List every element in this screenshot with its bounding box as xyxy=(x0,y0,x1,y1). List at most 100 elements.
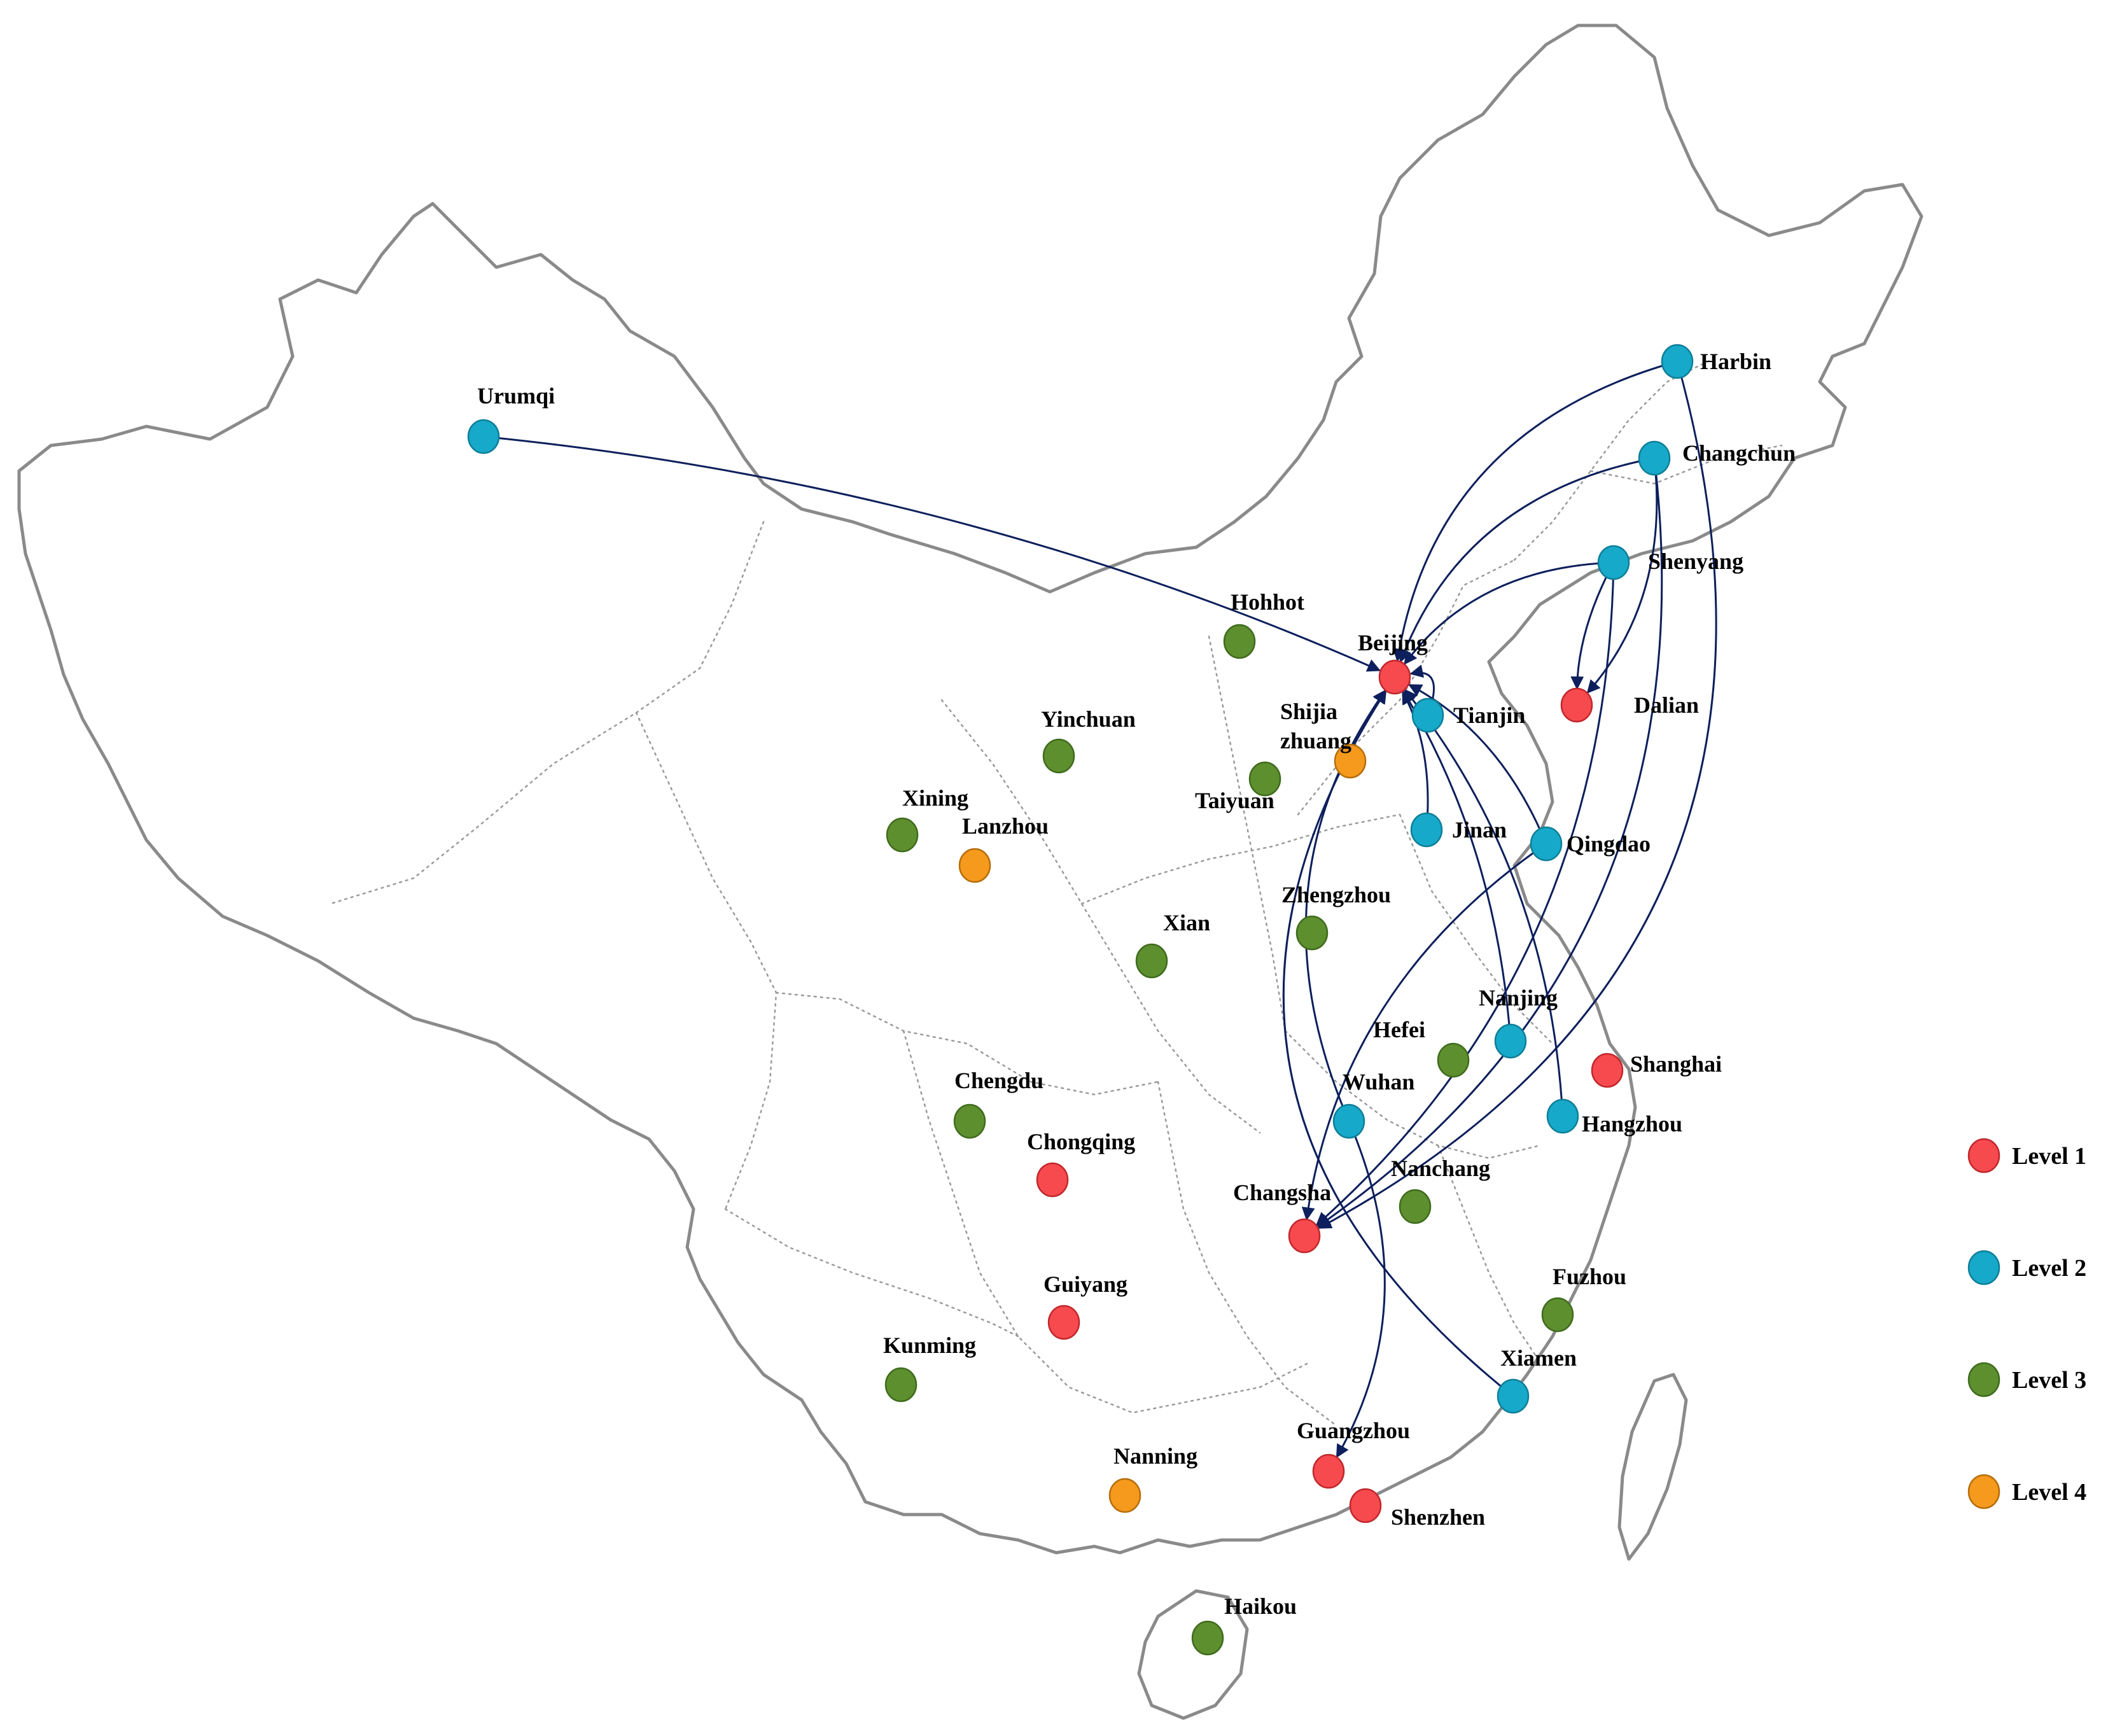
city-tianjin[interactable]: Tianjin xyxy=(1411,697,1525,733)
city-shenyang[interactable]: Shenyang xyxy=(1597,545,1743,580)
city-nanjing-label: Nanjing xyxy=(1479,985,1558,1011)
province-boundary xyxy=(1208,635,1287,1032)
province-boundary xyxy=(1589,444,1783,485)
city-xiamen[interactable]: Xiamen xyxy=(1497,1345,1577,1414)
city-nanchang[interactable]: Nanchang xyxy=(1391,1156,1490,1224)
city-nanning-marker[interactable] xyxy=(1108,1478,1141,1513)
city-jinan[interactable]: Jinan xyxy=(1410,812,1507,848)
city-nanjing-marker[interactable] xyxy=(1494,1023,1527,1059)
city-shanghai[interactable]: Shanghai xyxy=(1591,1051,1722,1088)
city-guiyang[interactable]: Guiyang xyxy=(1044,1271,1127,1340)
city-wuhan[interactable]: Wuhan xyxy=(1332,1069,1414,1139)
city-chengdu-marker[interactable] xyxy=(953,1103,986,1139)
city-urumqi[interactable]: Urumqi xyxy=(467,383,555,454)
legend-label-level-4: Level 4 xyxy=(2012,1479,2086,1506)
city-shanghai-marker[interactable] xyxy=(1591,1053,1624,1088)
city-tianjin-marker[interactable] xyxy=(1411,697,1444,733)
legend-label-level-3: Level 3 xyxy=(2012,1367,2086,1394)
country-outline xyxy=(17,24,1923,1555)
city-yinchuan-marker[interactable] xyxy=(1042,738,1075,774)
city-nanchang-marker[interactable] xyxy=(1399,1189,1432,1224)
city-hohhot-marker[interactable] xyxy=(1223,624,1256,659)
city-guangzhou-label: Guangzhou xyxy=(1297,1418,1410,1443)
city-xian[interactable]: Xian xyxy=(1135,910,1210,979)
city-chongqing-marker[interactable] xyxy=(1036,1162,1069,1198)
city-dalian[interactable]: Dalian xyxy=(1560,687,1699,723)
city-changsha-marker[interactable] xyxy=(1288,1218,1321,1254)
city-changchun[interactable]: Changchun xyxy=(1638,440,1796,476)
city-urumqi-marker[interactable] xyxy=(467,419,500,454)
route-shenyang-to-dalian xyxy=(1570,562,1615,690)
city-dalian-marker[interactable] xyxy=(1560,687,1593,723)
city-hangzhou-marker[interactable] xyxy=(1546,1098,1579,1134)
city-shenzhen[interactable]: Shenzhen xyxy=(1349,1488,1485,1530)
city-shenyang-marker[interactable] xyxy=(1597,545,1630,580)
city-taiyuan-marker[interactable] xyxy=(1248,761,1281,797)
city-yinchuan[interactable]: Yinchuan xyxy=(1041,706,1136,774)
city-haikou[interactable]: Haikou xyxy=(1191,1593,1297,1656)
legend-label-level-2: Level 2 xyxy=(2012,1255,2086,1282)
city-qingdao-marker[interactable] xyxy=(1530,826,1563,862)
city-xining-marker[interactable] xyxy=(886,817,919,853)
city-guangzhou-marker[interactable] xyxy=(1312,1453,1345,1489)
city-xiamen-marker[interactable] xyxy=(1497,1378,1530,1414)
city-chongqing[interactable]: Chongqing xyxy=(1027,1129,1135,1198)
legend-item-level-2: Level 2 xyxy=(1967,1250,2086,1285)
city-kunming-marker[interactable] xyxy=(884,1367,918,1403)
city-nanning[interactable]: Nanning xyxy=(1108,1443,1197,1513)
city-nanjing[interactable]: Nanjing xyxy=(1479,985,1558,1059)
city-beijing[interactable]: Beijing xyxy=(1358,630,1428,695)
city-hangzhou-label: Hangzhou xyxy=(1582,1111,1682,1137)
city-beijing-marker[interactable] xyxy=(1378,659,1411,695)
city-xian-marker[interactable] xyxy=(1135,943,1168,979)
city-hohhot[interactable]: Hohhot xyxy=(1223,589,1304,659)
city-guangzhou[interactable]: Guangzhou xyxy=(1297,1418,1410,1489)
route-nanjing-to-beijing xyxy=(1402,690,1512,1042)
city-hefei-marker[interactable] xyxy=(1437,1042,1470,1078)
city-jinan-marker[interactable] xyxy=(1410,812,1443,848)
route-harbin-to-changsha xyxy=(1318,361,1717,1229)
city-hefei[interactable]: Hefei xyxy=(1373,1017,1470,1078)
city-zhengzhou[interactable]: Zhengzhou xyxy=(1281,882,1391,951)
city-qingdao[interactable]: Qingdao xyxy=(1530,826,1651,862)
city-wuhan-marker[interactable] xyxy=(1332,1103,1365,1139)
city-yinchuan-label: Yinchuan xyxy=(1041,706,1136,732)
city-taiyuan[interactable]: Taiyuan xyxy=(1195,761,1281,813)
city-lanzhou[interactable]: Lanzhou xyxy=(958,813,1049,883)
city-fuzhou[interactable]: Fuzhou xyxy=(1541,1264,1626,1333)
city-shijiazhuang-marker[interactable] xyxy=(1334,743,1367,779)
city-harbin-marker[interactable] xyxy=(1661,344,1694,379)
route-changchun-to-beijing xyxy=(1398,457,1655,663)
city-haikou-marker[interactable] xyxy=(1191,1620,1224,1656)
city-shenzhen-marker[interactable] xyxy=(1349,1488,1382,1523)
city-nanchang-label: Nanchang xyxy=(1391,1156,1490,1181)
routes-layer xyxy=(483,360,1717,1459)
city-zhengzhou-marker[interactable] xyxy=(1295,915,1329,951)
province-boundary xyxy=(330,521,765,905)
city-hangzhou[interactable]: Hangzhou xyxy=(1546,1098,1682,1137)
hainan-island-outline xyxy=(1137,1589,1249,1720)
city-changsha[interactable]: Changsha xyxy=(1233,1180,1331,1254)
route-xiamen-to-beijing xyxy=(1282,690,1514,1397)
city-urumqi-label: Urumqi xyxy=(477,383,555,409)
city-fuzhou-marker[interactable] xyxy=(1541,1297,1574,1333)
city-xining[interactable]: Xining xyxy=(886,785,968,853)
legend-swatch-level-2 xyxy=(1967,1250,2000,1285)
city-guiyang-marker[interactable] xyxy=(1047,1305,1080,1340)
legend-item-level-4: Level 4 xyxy=(1967,1474,2086,1509)
city-harbin[interactable]: Harbin xyxy=(1661,344,1771,379)
city-chengdu[interactable]: Chengdu xyxy=(953,1068,1044,1139)
route-qingdao-to-changsha xyxy=(1301,843,1547,1221)
city-changchun-label: Changchun xyxy=(1682,440,1796,466)
city-harbin-label: Harbin xyxy=(1700,349,1771,374)
province-boundary xyxy=(1513,355,1719,561)
province-boundary xyxy=(1399,813,1554,1045)
route-jinan-to-beijing xyxy=(1402,690,1429,830)
city-chengdu-label: Chengdu xyxy=(954,1068,1044,1093)
city-kunming-label: Kunming xyxy=(883,1333,976,1358)
city-lanzhou-marker[interactable] xyxy=(958,848,991,883)
city-kunming[interactable]: Kunming xyxy=(883,1333,976,1403)
city-changchun-marker[interactable] xyxy=(1638,440,1671,476)
